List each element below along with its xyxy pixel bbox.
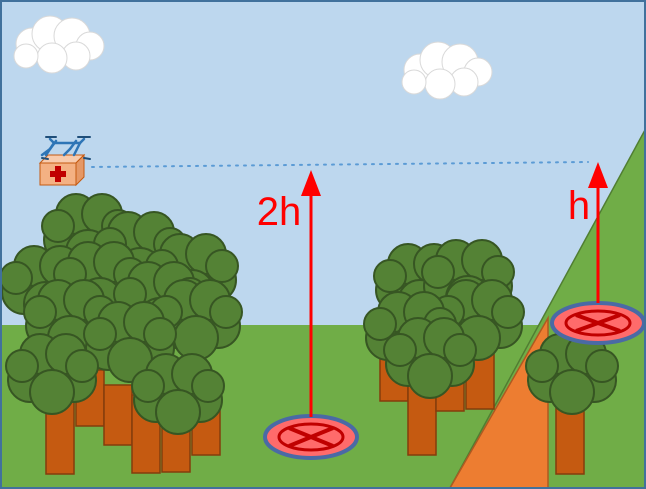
arrow-head-icon bbox=[588, 162, 608, 188]
forest-middle bbox=[363, 239, 525, 456]
rotor-icon bbox=[41, 136, 91, 160]
arrow-head-icon bbox=[301, 170, 321, 196]
no-landing-zone-hill bbox=[550, 301, 646, 345]
height-arrow-tall bbox=[301, 170, 321, 417]
flight-path bbox=[91, 161, 589, 168]
no-landing-zone-ground bbox=[263, 414, 359, 460]
height-arrow-short bbox=[588, 162, 608, 303]
tree-on-hill bbox=[525, 333, 619, 475]
tree-trunk bbox=[103, 384, 133, 446]
label-h: h bbox=[568, 184, 590, 228]
forest-left bbox=[0, 193, 243, 475]
label-2h: 2h bbox=[257, 190, 302, 234]
drone-icon bbox=[38, 136, 91, 187]
